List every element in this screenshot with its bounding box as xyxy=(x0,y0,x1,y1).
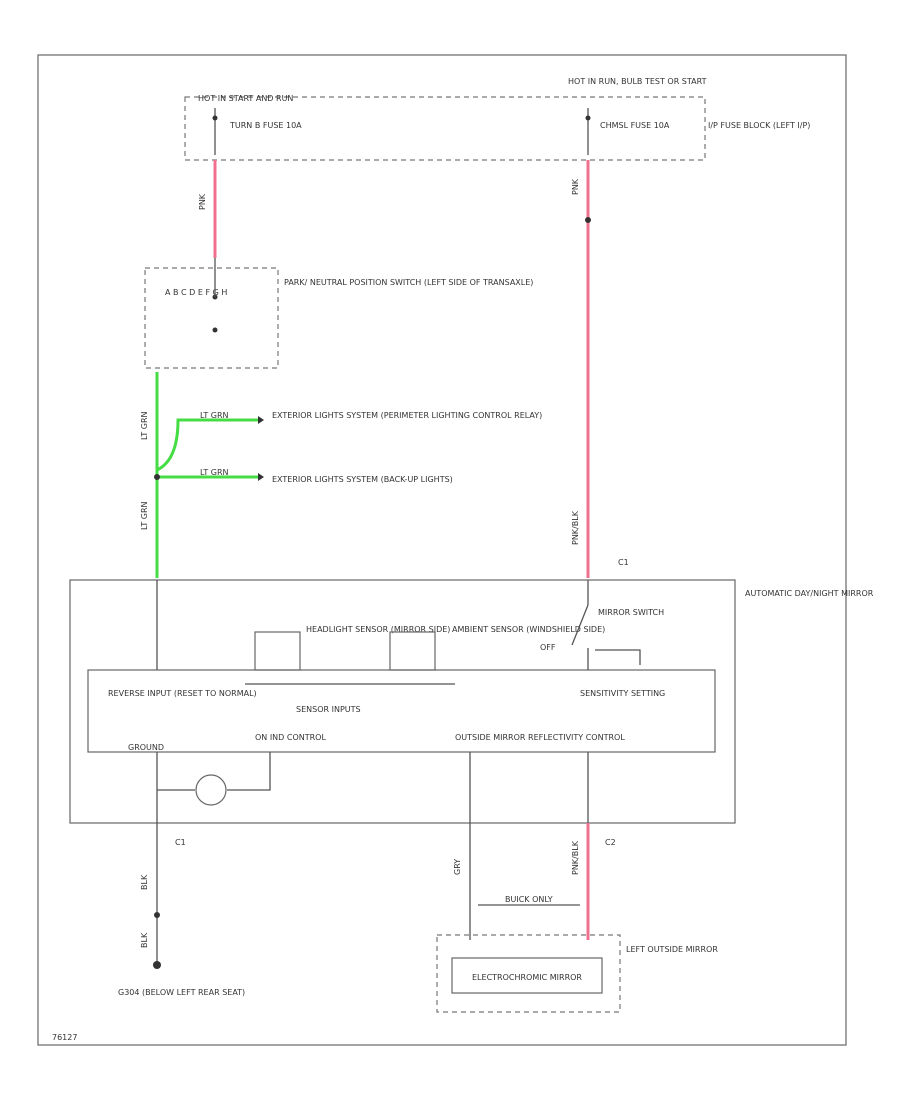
splice-right xyxy=(585,217,591,223)
ext-lights-2-label: EXTERIOR LIGHTS SYSTEM (BACK-UP LIGHTS) xyxy=(272,475,453,484)
wire-label-pnk-right: PNK xyxy=(571,178,580,195)
fuse-hot-run-bulb-label: HOT IN RUN, BULB TEST OR START xyxy=(568,77,707,86)
wire-label-pnkblk: PNK/BLK xyxy=(571,510,580,545)
electrochromic-label: ELECTROCHROMIC MIRROR xyxy=(472,973,582,982)
headlight-sensor-box xyxy=(254,631,301,671)
splice-green xyxy=(154,474,160,480)
wire-label-ltgrn-4: LT GRN xyxy=(200,468,229,477)
auto-mirror-label: AUTOMATIC DAY/NIGHT MIRROR xyxy=(745,589,874,598)
led-indicator-icon xyxy=(195,774,227,806)
fuse-block-label: I/P FUSE BLOCK (LEFT I/P) xyxy=(708,121,810,130)
fuse-right-label: CHMSL FUSE 10A xyxy=(600,121,670,130)
left-outside-mirror-outline xyxy=(436,934,621,1013)
wire-label-blk-2: BLK xyxy=(140,932,149,948)
off-label: OFF xyxy=(540,643,556,652)
green-wire-branch-1 xyxy=(156,418,258,472)
buick-only-label: BUICK ONLY xyxy=(505,895,553,904)
ground-point-label: G304 (BELOW LEFT REAR SEAT) xyxy=(118,988,245,997)
headlight-sensor-label: HEADLIGHT SENSOR (MIRROR SIDE) xyxy=(306,625,450,634)
sensor-inputs-label: SENSOR INPUTS xyxy=(296,705,361,714)
electrochromic-box xyxy=(451,957,603,994)
reverse-input-label: REVERSE INPUT (RESET TO NORMAL) xyxy=(108,689,257,698)
fuse-right-terminal xyxy=(585,115,591,121)
wire-label-pnkblk-lower: PNK/BLK xyxy=(571,840,580,875)
wire-label-ltgrn-2: LT GRN xyxy=(140,501,149,530)
pnp-switch-label: PARK/ NEUTRAL POSITION SWITCH (LEFT SIDE… xyxy=(284,278,533,287)
fuse-block-outline xyxy=(184,96,706,161)
pnp-pin-2 xyxy=(212,327,218,333)
splice-ground xyxy=(154,912,160,918)
diagram-frame xyxy=(37,54,847,1046)
sensitivity-line xyxy=(595,649,641,665)
ground-label: GROUND xyxy=(128,743,164,752)
ext-lights-1-label: EXTERIOR LIGHTS SYSTEM (PERIMETER LIGHTI… xyxy=(272,411,542,420)
arrow-ext-2 xyxy=(258,473,264,481)
fig-id: 76127 xyxy=(52,1033,77,1042)
outside-mirror-ctrl-label: OUTSIDE MIRROR REFLECTIVITY CONTROL xyxy=(455,733,625,742)
fuse-left-terminal xyxy=(212,115,218,121)
wire-label-pnk-left: PNK xyxy=(198,193,207,210)
fuse-hot-start-run-label: HOT IN START AND RUN xyxy=(198,94,293,103)
wire-label-ltgrn-1: LT GRN xyxy=(140,411,149,440)
ambient-sensor-box xyxy=(389,631,436,671)
wire-label-ltgrn-3: LT GRN xyxy=(200,411,229,420)
indicator-loop xyxy=(157,752,271,791)
switch-arm xyxy=(571,604,589,646)
left-outside-mirror-label: LEFT OUTSIDE MIRROR xyxy=(626,945,718,954)
conn-c1-bottom: C1 xyxy=(175,838,186,847)
wire-label-gry: GRY xyxy=(453,859,462,875)
auto-mirror-box xyxy=(69,579,736,824)
pnp-pins: A B C D E F G H xyxy=(165,288,227,297)
mirror-switch-label: MIRROR SWITCH xyxy=(598,608,664,617)
conn-c1-top: C1 xyxy=(618,558,629,567)
conn-c2: C2 xyxy=(605,838,616,847)
on-ind-label: ON IND CONTROL xyxy=(255,733,326,742)
wire-label-blk-1: BLK xyxy=(140,874,149,890)
ground-point-icon xyxy=(153,961,161,969)
arrow-ext-1 xyxy=(258,416,264,424)
fuse-left-label: TURN B FUSE 10A xyxy=(229,121,302,130)
sensitivity-label: SENSITIVITY SETTING xyxy=(580,689,665,698)
ambient-sensor-label: AMBIENT SENSOR (WINDSHIELD SIDE) xyxy=(452,625,605,634)
pnp-switch-outline xyxy=(144,267,279,369)
